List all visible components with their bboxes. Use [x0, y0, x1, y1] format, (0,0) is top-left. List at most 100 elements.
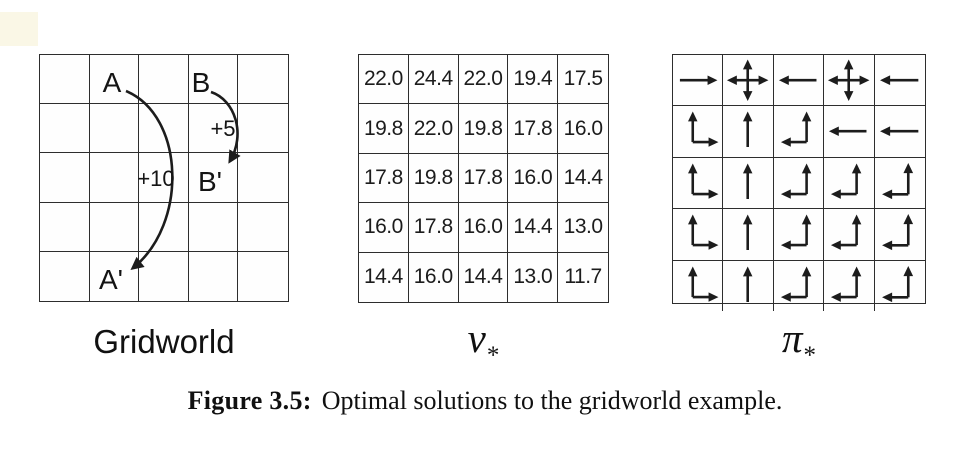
- gridworld-cell: [188, 202, 239, 252]
- gridworld-cell: [188, 153, 239, 203]
- gridworld-grid: [39, 54, 289, 302]
- pi-star-subscript: *: [803, 342, 817, 369]
- policy-cell: [874, 209, 925, 261]
- gridworld-cell: [238, 55, 288, 105]
- policy-cell: [824, 157, 875, 210]
- policy-cell: [874, 158, 925, 210]
- policy-arrow-up-icon: [743, 214, 753, 251]
- value-cell: 14.4: [558, 154, 608, 204]
- policy-arrow-up-left-icon: [831, 214, 862, 251]
- policy-arrow-up-icon: [743, 111, 753, 148]
- value-cell: 19.8: [408, 153, 459, 204]
- gridworld-cell: [238, 203, 288, 252]
- gridworld-cell: [238, 153, 288, 203]
- value-cell: 13.0: [508, 252, 559, 302]
- policy-arrow-up-right-icon: [688, 163, 719, 199]
- policy-cell: [874, 55, 925, 107]
- scan-corner-tint: [0, 12, 38, 46]
- policy-grid: [672, 54, 926, 312]
- value-cell: 24.4: [408, 55, 459, 105]
- figure-caption-text: Optimal solutions to the gridworld examp…: [321, 386, 783, 415]
- gridworld-cell: [238, 252, 288, 301]
- policy-cell: [723, 157, 774, 210]
- gridworld-cell: [139, 202, 189, 252]
- policy-arrow-up-left-icon: [881, 162, 913, 199]
- gridworld-cell: [89, 55, 140, 105]
- policy-arrow-all-icon: [727, 59, 769, 101]
- gridworld-cell: [139, 153, 189, 203]
- gridworld-cell: [90, 251, 140, 301]
- policy-cell: [673, 209, 724, 261]
- gridworld-caption: Gridworld: [93, 323, 235, 360]
- policy-arrow-all-icon: [828, 59, 870, 101]
- value-cell: 16.0: [508, 153, 559, 204]
- policy-arrow-up-left-icon: [831, 266, 862, 302]
- gridworld-cell: [139, 251, 189, 301]
- policy-cell: [723, 209, 774, 261]
- policy-cell: [723, 106, 774, 158]
- value-cell: 17.8: [508, 104, 559, 154]
- policy-cell: [824, 55, 875, 107]
- policy-cell: [673, 260, 724, 312]
- value-cell: 13.0: [558, 203, 608, 253]
- gridworld-cell: [40, 251, 90, 301]
- policy-cell: [773, 106, 825, 158]
- gridworld-cell: [40, 153, 90, 203]
- pi-star-caption: π*: [672, 315, 926, 369]
- policy-cell: [874, 106, 925, 158]
- value-cell: 19.8: [458, 104, 509, 154]
- value-cell: 22.0: [408, 104, 459, 154]
- gridworld-cell: [188, 55, 239, 105]
- pi-star-symbol: π: [781, 315, 803, 361]
- gridworld-cell: [188, 104, 239, 154]
- value-cell: 16.0: [409, 252, 459, 302]
- policy-arrow-up-icon: [743, 266, 753, 302]
- value-cell: 17.8: [458, 153, 509, 204]
- value-cell: 16.0: [458, 203, 509, 253]
- policy-cell: [773, 157, 825, 210]
- value-cell: 22.0: [458, 55, 509, 105]
- policy-arrow-left-icon: [829, 126, 867, 137]
- policy-cell: [673, 55, 724, 107]
- policy-arrow-up-left-icon: [881, 265, 913, 302]
- figure-caption-label: Figure 3.5:: [187, 386, 312, 415]
- policy-arrow-up-right-icon: [688, 111, 719, 148]
- gridworld-cell: [89, 202, 140, 252]
- value-cell: 17.5: [558, 55, 608, 105]
- policy-arrow-up-left-icon: [831, 163, 862, 199]
- value-cell: 14.4: [459, 252, 509, 302]
- gridworld-cell: [40, 104, 90, 154]
- policy-arrow-up-left-icon: [780, 266, 812, 302]
- gridworld-cell: [189, 251, 239, 301]
- value-cell: 16.0: [359, 203, 409, 253]
- policy-arrow-up-left-icon: [881, 214, 913, 251]
- policy-cell: [774, 260, 825, 312]
- v-star-symbol: v: [467, 315, 486, 361]
- policy-arrow-up-left-icon: [780, 214, 812, 251]
- value-cell: 19.4: [508, 55, 559, 105]
- policy-cell: [773, 209, 825, 261]
- policy-arrow-up-right-icon: [688, 266, 719, 302]
- policy-cell: [824, 260, 875, 312]
- gridworld-cell: [89, 104, 140, 154]
- policy-arrow-up-left-icon: [780, 163, 812, 199]
- gridworld-cell: [238, 104, 288, 154]
- gridworld-cell: [40, 202, 90, 252]
- policy-cell: [773, 55, 825, 107]
- value-cell: 14.4: [359, 252, 409, 302]
- panel-policy: [672, 54, 926, 312]
- policy-arrow-right-icon: [679, 75, 718, 85]
- policy-arrow-left-icon: [778, 75, 817, 85]
- value-cell: 11.7: [564, 265, 602, 289]
- v-star-caption: v*: [358, 315, 609, 369]
- policy-arrow-up-icon: [743, 163, 753, 199]
- policy-arrow-up-right-icon: [688, 214, 719, 251]
- policy-cell: [824, 106, 875, 158]
- gridworld-cell: [139, 55, 189, 105]
- value-cell: 17.8: [408, 203, 459, 253]
- gridworld-cell: [40, 55, 90, 105]
- v-star-subscript: *: [486, 342, 500, 369]
